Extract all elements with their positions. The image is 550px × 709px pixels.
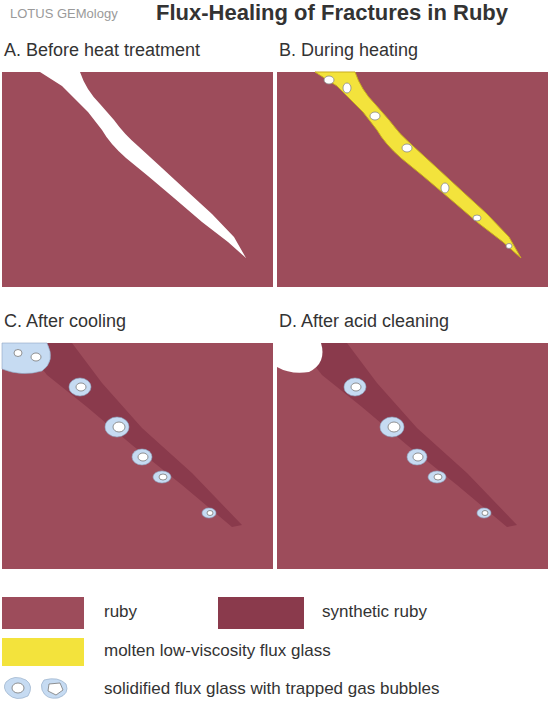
panel-heading: B. During heating [277,38,418,62]
stage-panel: D. After acid cleaning [277,309,548,569]
flux-pockets [69,378,216,518]
molten-flux [315,72,521,258]
synthetic-ruby-growth [297,343,517,527]
panel-heading: D. After acid cleaning [277,309,449,333]
legend-swatch [218,597,304,629]
legend-label: ruby [104,601,137,623]
ruby-block [277,343,548,569]
etched-cavity [277,343,323,373]
gas-bubbles [14,350,213,516]
stage-panel: A. Before heat treatment [2,38,273,287]
panel-heading: C. After cooling [2,309,126,333]
stage-panel: C. After cooling [2,309,273,569]
flux-pockets [344,378,491,518]
watermark: LOTUS GEMology [10,6,118,21]
panel-c-art [2,343,273,569]
gas-bubbles [324,76,512,249]
legend-swatch [2,597,84,629]
legend-label: synthetic ruby [322,601,427,623]
panel-d-art [277,343,548,569]
flux-bubble-swatch [4,677,67,698]
stage-panel: B. During heating [277,38,548,287]
legend-label: solidified flux glass with trapped gas b… [104,678,439,700]
legend-label: molten low-viscosity flux glass [104,640,331,662]
open-fracture [40,72,246,258]
legend-swatch [2,638,84,666]
ruby-block [2,72,273,287]
title: Flux-Healing of Fractures in Ruby [122,0,542,26]
synthetic-ruby-growth [22,343,242,527]
panel-a-art [2,72,273,287]
solid-flux [2,343,51,374]
panel-heading: A. Before heat treatment [2,38,200,62]
panel-b-art [277,72,548,287]
ruby-block [2,343,273,569]
gas-bubbles [351,383,488,516]
ruby-block [277,72,548,287]
